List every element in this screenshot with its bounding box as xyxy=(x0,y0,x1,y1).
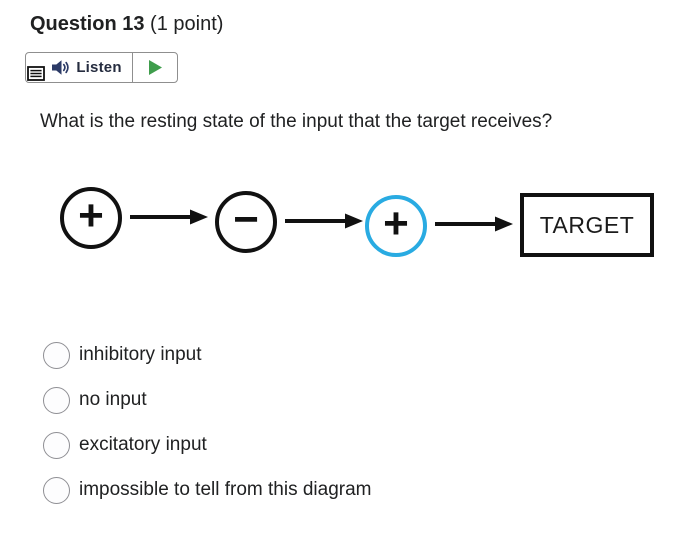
neuron-chain-diagram: + − + TARGET xyxy=(0,180,700,275)
target-box: TARGET xyxy=(520,193,654,257)
option-label[interactable]: excitatory input xyxy=(79,434,207,455)
option-excitatory-input[interactable]: excitatory input xyxy=(43,431,700,459)
arrow-icon xyxy=(433,214,513,239)
plus-sign: + xyxy=(78,191,104,240)
radio-button[interactable] xyxy=(43,386,70,414)
option-label[interactable]: no input xyxy=(79,389,147,410)
node-excitatory-1: + xyxy=(60,187,122,249)
option-impossible-to-tell[interactable]: impossible to tell from this diagram xyxy=(43,476,700,504)
question-points: (1 point) xyxy=(150,13,224,35)
option-label[interactable]: impossible to tell from this diagram xyxy=(79,479,372,500)
arrow-icon xyxy=(128,207,208,232)
document-reader-icon[interactable] xyxy=(27,66,45,81)
radio-button[interactable] xyxy=(43,431,70,459)
radio-button[interactable] xyxy=(43,476,70,504)
option-inhibitory-input[interactable]: inhibitory input xyxy=(43,341,700,369)
play-button[interactable] xyxy=(133,53,177,82)
listen-button[interactable]: Listen xyxy=(26,53,132,82)
listen-label: Listen xyxy=(76,59,122,76)
option-no-input[interactable]: no input xyxy=(43,386,700,414)
speaker-icon xyxy=(52,59,70,76)
plus-sign: + xyxy=(383,199,409,248)
answer-options: inhibitory input no input excitatory inp… xyxy=(43,341,700,504)
question-text: What is the resting state of the input t… xyxy=(40,111,553,132)
node-excitatory-highlighted: + xyxy=(365,195,427,257)
option-label[interactable]: inhibitory input xyxy=(79,344,202,365)
question-title: Question 13 xyxy=(30,13,145,35)
readspeaker-toolbar: Listen xyxy=(25,52,178,83)
minus-sign: − xyxy=(233,195,259,244)
toolbar-divider xyxy=(132,53,133,82)
arrow-icon xyxy=(283,211,363,236)
node-inhibitory: − xyxy=(215,191,277,253)
play-icon xyxy=(148,59,163,76)
radio-button[interactable] xyxy=(43,341,70,369)
question-header: Question 13 (1 point) xyxy=(30,11,700,37)
target-label: TARGET xyxy=(539,211,635,238)
